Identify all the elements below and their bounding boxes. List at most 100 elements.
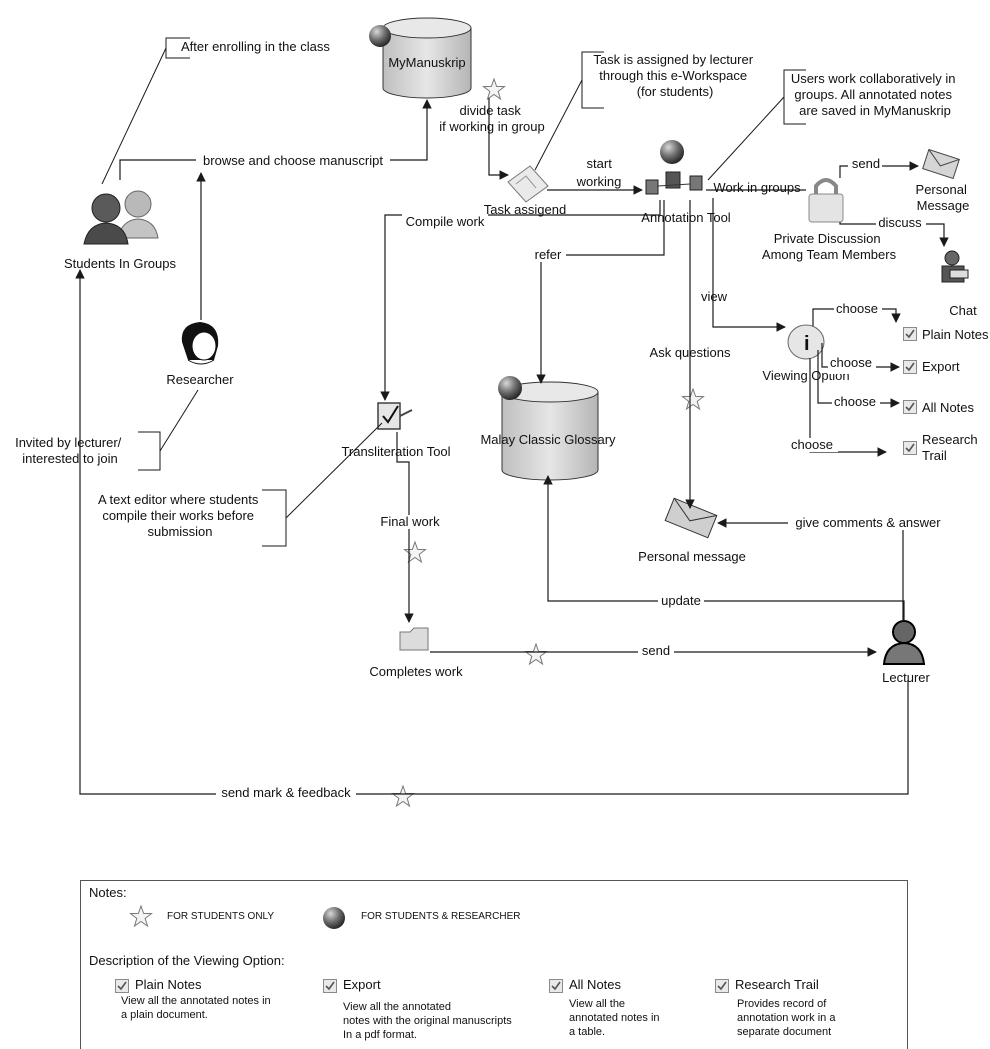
- callout-line: [534, 79, 583, 171]
- ball-legend-label: FOR STUDENTS & RESEARCHER: [361, 911, 521, 922]
- edge-browse-label: browse and choose manuscript: [203, 153, 383, 168]
- personal-message-top-label: Personal Message: [916, 182, 971, 213]
- option-description: View all the annotated notes with the or…: [343, 1001, 512, 1041]
- ball-icon: [323, 907, 345, 929]
- edge-compile-work: [380, 200, 661, 401]
- researcher-label: Researcher: [166, 372, 234, 387]
- mymanuskrip-database: MyManuskrip: [369, 17, 472, 99]
- edge-discuss-label: discuss: [878, 215, 922, 230]
- envelope-icon: [664, 497, 718, 539]
- notes-title: Notes:: [89, 885, 127, 900]
- mymanuskrip-label: MyManuskrip: [388, 55, 465, 70]
- edge-choose-label: choose: [830, 355, 872, 370]
- export-label: Export: [922, 359, 960, 374]
- edge-refer-label: refer: [535, 247, 562, 262]
- callout-line: [707, 96, 785, 181]
- callout-text-editor: A text editor where students compile the…: [98, 492, 262, 539]
- personal-message-label: Personal message: [638, 549, 746, 564]
- students-label: Students In Groups: [64, 256, 177, 271]
- checkbox-icon: [715, 979, 729, 993]
- export-checkbox-icon: [903, 360, 917, 374]
- edge-compile-work-label: Compile work: [406, 214, 485, 229]
- lock-icon: [808, 178, 844, 223]
- task-assigned-label: Task assigend: [484, 202, 566, 217]
- plain-notes-checkbox-icon: [903, 327, 917, 341]
- label-bg: [788, 516, 948, 530]
- callout-line: [285, 422, 383, 519]
- label-bg: [638, 645, 674, 659]
- checkbox-icon: [323, 979, 337, 993]
- edge-ask-questions-label: Ask questions: [650, 345, 731, 360]
- glossary-database: Malay Classic Glossary: [480, 376, 616, 481]
- option-name: Plain Notes: [135, 977, 202, 992]
- label-bg: [658, 594, 704, 608]
- option-description: Provides record of annotation work in a …: [737, 998, 836, 1038]
- edge-view: [712, 198, 786, 332]
- star-icon: [392, 785, 414, 807]
- edge-give-comments: [717, 518, 904, 620]
- edge-choose-label: choose: [834, 394, 876, 409]
- star-legend-label: FOR STUDENTS ONLY: [167, 911, 275, 922]
- edge-send-message: [839, 161, 919, 178]
- task-assigned-icon: [507, 165, 549, 203]
- option-name: Research Trail: [735, 977, 819, 992]
- transliteration-tool-label: Transliteration Tool: [341, 444, 450, 459]
- star-icon: [404, 541, 426, 563]
- edge-update-label: update: [661, 593, 701, 608]
- annotation-tool-icon: [645, 140, 703, 195]
- edge-divide-task-label: divide task if working in group: [439, 103, 545, 134]
- research-trail-checkbox-icon: [903, 441, 917, 455]
- folder-icon: [399, 627, 429, 651]
- callout-after-enrolling: After enrolling in the class: [181, 39, 330, 54]
- callout-bracket: [262, 489, 287, 547]
- private-discussion-label: Private Discussion Among Team Members: [762, 231, 897, 262]
- star-icon: [483, 78, 505, 100]
- edge-update: [543, 475, 905, 620]
- research-trail-label: Research Trail: [922, 432, 981, 463]
- edge-choose-label: choose: [836, 301, 878, 316]
- callout-users-work: Users work collaboratively in groups. Al…: [791, 71, 959, 118]
- label-bg: [848, 158, 882, 172]
- annotation-tool-label: Annotation Tool: [641, 210, 730, 225]
- researcher-access-ball-icon: [369, 25, 391, 47]
- svg-text:i: i: [804, 333, 810, 355]
- all-notes-checkbox-icon: [903, 400, 917, 414]
- glossary-label: Malay Classic Glossary: [480, 432, 616, 447]
- edge-start-working-label: start working: [576, 156, 622, 189]
- star-icon: [682, 388, 704, 410]
- label-bg: [196, 152, 390, 168]
- callout-invited: Invited by lecturer/ interested to join: [15, 435, 125, 466]
- edge-send-mark-feedback: [75, 269, 909, 795]
- edge-final-work: [396, 432, 414, 623]
- edge-send-bottom-label: send: [642, 643, 670, 658]
- label-bg: [376, 515, 444, 529]
- edge-view-label: view: [701, 289, 728, 304]
- chat-icon: [941, 250, 969, 283]
- edge-send-mark-label: send mark & feedback: [221, 785, 351, 800]
- label-bg: [834, 303, 882, 317]
- viewing-option-label: Viewing Option: [762, 368, 849, 383]
- edge-choose-label: choose: [791, 437, 833, 452]
- label-bg: [532, 248, 566, 262]
- label-bg: [876, 216, 926, 230]
- envelope-icon: [922, 148, 960, 180]
- edge-send-top-label: send: [852, 156, 880, 171]
- info-icon: i: [787, 324, 825, 360]
- label-bg: [788, 438, 838, 452]
- edge-divide-task: [488, 98, 509, 180]
- label-bg: [402, 214, 488, 228]
- callout-bracket: [138, 431, 161, 471]
- callout-line: [159, 389, 199, 452]
- completes-work-label: Completes work: [369, 664, 463, 679]
- callout-task-assigned: Task is assigned by lecturer through thi…: [593, 52, 756, 99]
- callout-line: [101, 47, 167, 185]
- plain-notes-label: Plain Notes: [922, 327, 989, 342]
- students-group-icon: [83, 190, 159, 245]
- star-icon: [525, 643, 547, 665]
- checkbox-icon: [549, 979, 563, 993]
- label-bg: [832, 396, 880, 410]
- label-bg: [216, 787, 356, 801]
- option-name: Export: [343, 977, 381, 992]
- lecturer-label: Lecturer: [882, 670, 930, 685]
- viewing-description-title: Description of the Viewing Option:: [89, 953, 285, 968]
